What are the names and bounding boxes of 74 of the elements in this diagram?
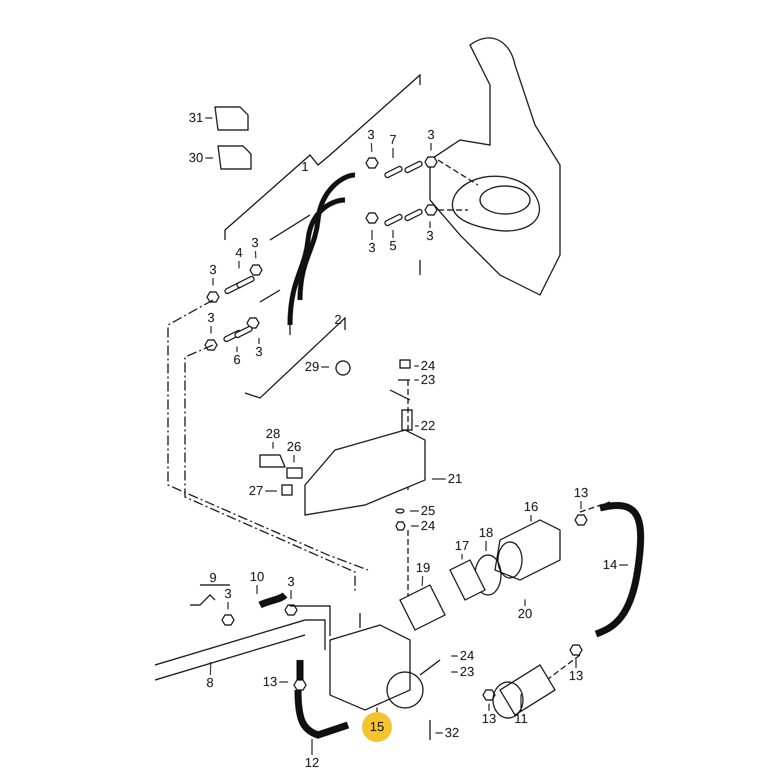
leader-line	[210, 662, 212, 676]
callout-number: 23	[458, 665, 476, 679]
callout-number: 25	[420, 504, 436, 518]
callout-number: 24	[458, 649, 476, 663]
leader-line	[370, 142, 372, 152]
leader-line	[258, 338, 260, 344]
callout-number: 6	[232, 353, 242, 367]
callout-number: 32	[444, 726, 460, 740]
callout-number: 24	[420, 519, 436, 533]
leader-line	[488, 703, 490, 712]
leader-line	[376, 706, 378, 712]
callout-number: 3	[206, 311, 216, 325]
leader-line	[212, 278, 214, 286]
leader-line	[524, 598, 526, 606]
callout-number: 3	[254, 345, 264, 359]
callout-number: 3	[223, 587, 233, 601]
leader-line	[410, 510, 420, 512]
callout-number: 3	[286, 575, 296, 589]
callout-number: 21	[446, 472, 464, 486]
leader-line	[432, 478, 446, 480]
leader-line	[210, 326, 212, 334]
leader-line	[290, 590, 292, 600]
leader-line	[392, 148, 394, 158]
callout-number: 19	[414, 561, 432, 575]
callout-number: 8	[205, 676, 215, 690]
leader-line	[435, 732, 444, 734]
leader-line	[580, 500, 582, 510]
callout-number: 26	[286, 440, 302, 454]
callout-number: 3	[425, 229, 435, 243]
leader-line	[618, 564, 628, 566]
callout-number: 13	[572, 486, 590, 500]
callout-number: 14	[602, 558, 618, 572]
leader-line	[272, 442, 274, 450]
callout-number: 3	[250, 236, 260, 250]
callout-number: 9	[209, 571, 217, 585]
callout-number: 7	[388, 133, 398, 147]
leader-line	[238, 260, 240, 269]
callout-number: 17	[454, 539, 470, 553]
callout-number: 31	[188, 111, 204, 125]
callout-number: 29	[304, 360, 320, 374]
leader-line	[236, 346, 238, 352]
callout-number: 3	[367, 241, 377, 255]
callout-number: 16	[522, 500, 540, 514]
callout-number: 1	[301, 160, 309, 174]
callout-number: 13	[480, 712, 498, 726]
leader-line	[320, 366, 330, 368]
leader-line	[254, 250, 256, 259]
callout-number: 3	[366, 128, 376, 142]
callout-number: 22	[420, 419, 436, 433]
callout-number: 2	[334, 313, 342, 327]
leader-line	[430, 142, 432, 151]
callout-number: 18	[478, 526, 494, 540]
leader-line	[530, 514, 532, 522]
callout-number: 12	[304, 756, 320, 770]
callout-number: 4	[234, 246, 244, 260]
leader-line	[264, 490, 278, 492]
callout-number: 27	[248, 484, 264, 498]
leader-line	[520, 694, 522, 712]
callout-number: 28	[264, 427, 282, 441]
callout-number: 10	[248, 570, 266, 584]
leader-line	[256, 584, 258, 594]
leader-line	[392, 230, 394, 238]
callout-number: 11	[513, 712, 529, 726]
callout-number: 24	[420, 359, 436, 373]
callout-number: 15	[362, 712, 392, 742]
callout-number: 20	[516, 607, 534, 621]
callout-number: 13	[262, 675, 278, 689]
leader-line	[422, 576, 424, 586]
callout-number: 30	[188, 151, 204, 165]
callout-number: 3	[208, 263, 218, 277]
callout-number: 23	[420, 373, 436, 387]
callout-number: 5	[388, 239, 398, 253]
callout-number: 13	[568, 669, 584, 683]
callout-number: 3	[426, 128, 436, 142]
